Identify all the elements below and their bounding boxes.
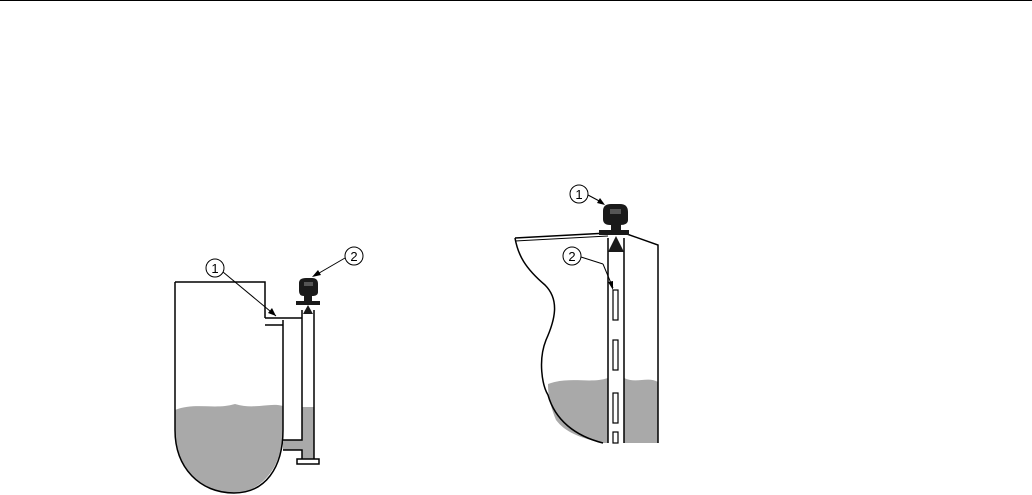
left-transmitter-head (299, 278, 318, 296)
left-bottom-flange (297, 459, 319, 464)
left-callout-1-label: 1 (211, 261, 218, 276)
left-chamber-liquid (302, 407, 314, 459)
right-transmitter-window (610, 209, 621, 214)
left-figure-bypass-chamber: 1 2 (175, 247, 363, 493)
right-stillpipe-slot (613, 432, 618, 443)
left-antenna-horn (303, 305, 313, 314)
right-antenna-horn (608, 236, 624, 252)
right-callout-1: 1 (570, 185, 605, 205)
left-callout-2: 2 (312, 247, 363, 277)
left-transmitter-window (304, 282, 313, 286)
right-callout-2-label: 2 (568, 249, 575, 264)
left-bottom-nozzle-liquid (283, 440, 303, 450)
right-stillpipe-slot (613, 290, 618, 320)
right-tank-liquid (548, 378, 658, 443)
right-transmitter-head (603, 204, 628, 225)
right-stillpipe-slot (613, 340, 618, 370)
right-stillpipe-slot (613, 393, 618, 423)
right-callout-2: 2 (563, 247, 613, 290)
right-callout-1-label: 1 (575, 187, 582, 202)
left-bottom-nozzle (283, 450, 302, 459)
left-callout-2-label: 2 (350, 249, 357, 264)
right-figure-stillpipe: 1 2 (515, 185, 658, 443)
